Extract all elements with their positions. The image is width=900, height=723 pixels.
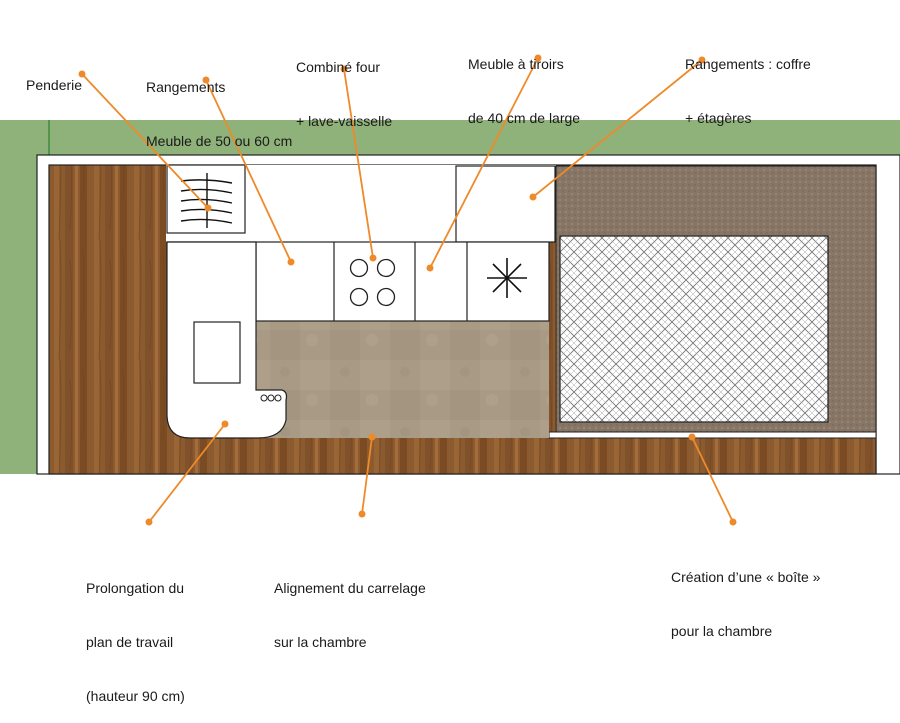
callout-dot — [529, 193, 537, 201]
callout-dot — [358, 510, 366, 518]
callout-line-rangements — [205, 79, 292, 263]
label-penderie: Penderie — [26, 77, 83, 93]
callout-line-boite — [691, 436, 734, 523]
callout-dot — [340, 65, 348, 73]
callout-dot — [368, 433, 376, 441]
counter-extension-sink — [193, 321, 241, 384]
callout-dot — [534, 54, 542, 62]
hob-burners-icon — [349, 258, 396, 307]
floor-plan — [0, 54, 900, 526]
storage-chest — [455, 165, 556, 243]
callout-dot — [369, 254, 377, 262]
callout-line-coffre — [532, 59, 703, 198]
bedroom-box-edge — [548, 431, 877, 439]
label-tiroirs: Meuble à tiroirs de 40 cm de large — [468, 56, 581, 126]
label-boite: Création d’une « boîte » pour la chambre — [671, 569, 821, 639]
callout-line-penderie — [81, 73, 209, 209]
callout-line-combine — [343, 68, 374, 259]
label-rangements: Rangements Meuble de 50 ou 60 cm — [146, 79, 293, 149]
label-carrelage: Alignement du carrelage sur la chambre — [274, 580, 426, 650]
callout-dot — [78, 70, 86, 78]
label-coffre: Rangements : coffre + étagères — [685, 56, 811, 126]
label-combine: Combiné four + lave-vaisselle — [296, 59, 393, 129]
callout-dot — [204, 204, 212, 212]
callout-dot — [145, 518, 153, 526]
callout-dot — [698, 56, 706, 64]
callout-dot — [729, 518, 737, 526]
hanger-icon — [180, 173, 233, 228]
bedroom-rug — [559, 235, 829, 423]
callout-dot — [287, 258, 295, 266]
callout-dot — [202, 76, 210, 84]
callout-dot — [221, 420, 229, 428]
callout-dot — [688, 433, 696, 441]
tiled-floor — [256, 321, 549, 438]
asterisk-icon — [487, 258, 527, 298]
callout-dot — [426, 264, 434, 272]
callout-line-carrelage — [361, 436, 373, 515]
callout-line-prolongation — [148, 423, 226, 523]
callout-line-tiroirs — [429, 57, 539, 269]
counter-knobs — [260, 394, 282, 402]
label-prolongation: Prolongation du plan de travail (hauteur… — [86, 580, 185, 704]
